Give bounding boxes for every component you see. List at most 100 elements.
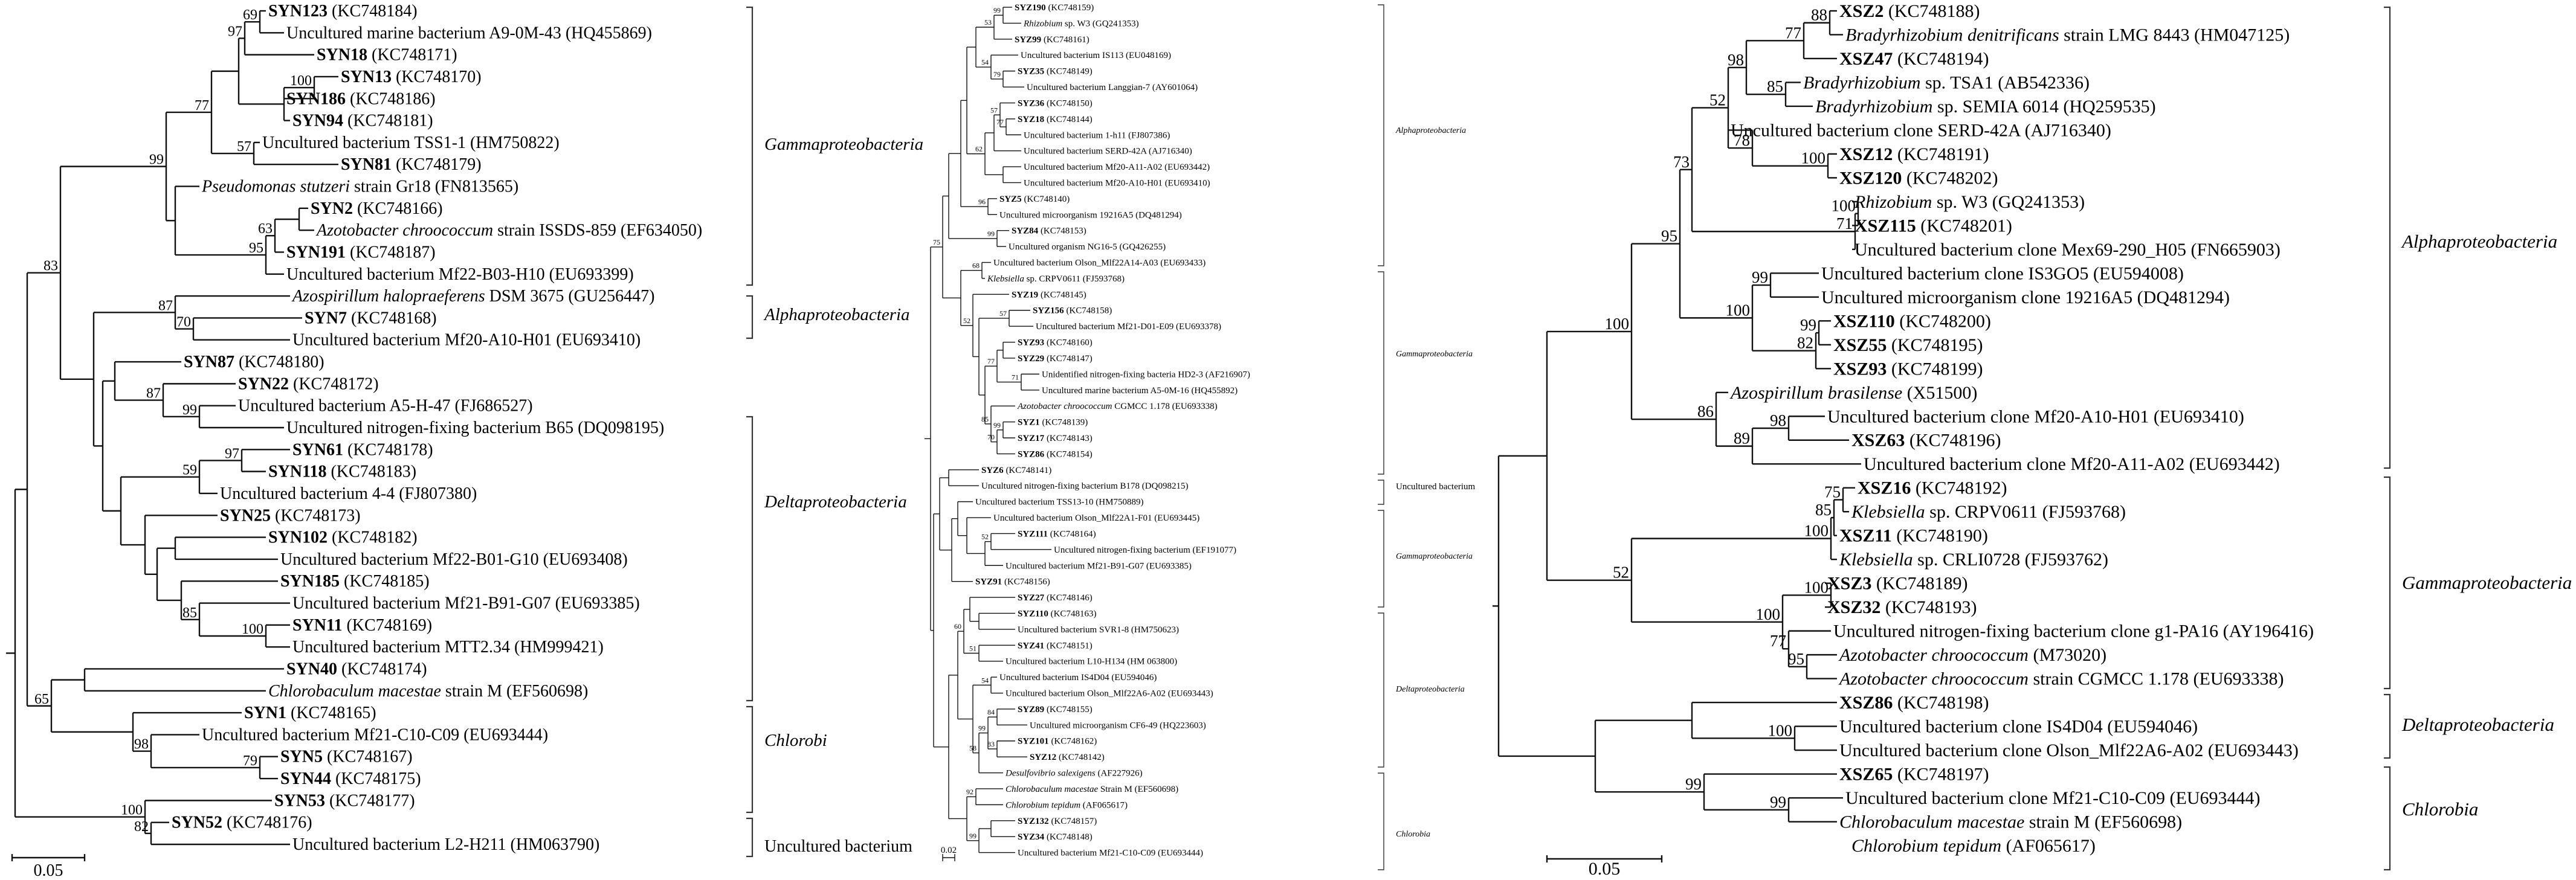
leaf-label: Uncultured bacterium Mf20-A10-H01 (EU693… [1024,178,1210,188]
leaf-accession: (KC748143) [1044,434,1093,443]
leaf-label: SYZ101 (KC748162) [1018,737,1097,747]
leaf-label: XSZ65 (KC748197) [1839,765,1989,785]
leaf-label: XSZ86 (KC748198) [1839,693,1989,713]
bootstrap-value: 84 [987,708,995,716]
bootstrap-value: 99 [1770,793,1786,811]
leaf-isolate-name: SYZ91 [975,577,1002,587]
leaf-label: SYN11 (KC748169) [292,616,432,635]
leaf-label: Uncultured bacterium clone IS3GO5 (EU594… [1821,263,2184,283]
bootstrap-value: 77 [1785,24,1801,42]
bootstrap-value: 77 [987,357,995,365]
leaf-isolate-name: SYZ27 [1018,593,1045,603]
leaf-accession: (KC748159) [1046,3,1094,13]
leaf-isolate-name: SYN87 [184,353,234,371]
leaf-label: Uncultured bacterium clone Mex69-290_H05… [1855,240,2281,260]
leaf-taxon: sp. CRPV0611 [1925,502,2038,522]
bootstrap-value: 77 [1770,632,1786,650]
scale-bar-label: 0.05 [1589,859,1621,879]
leaf-isolate-name: SYN5 [280,748,323,766]
leaf-label: Uncultured bacterium IS113 (EU048169) [1021,51,1171,60]
bootstrap-value: 99 [993,6,1001,14]
leaf-accession: (KC748169) [342,616,432,635]
leaf-label: Chlorobium tepidum (AF065617) [1851,836,2096,856]
leaf-accession: (KC748185) [340,572,430,591]
leaf-taxon: Uncultured bacterium Mf21-D01-E09 [1036,322,1173,332]
leaf-accession: (GQ241353) [1987,192,2085,212]
leaf-accession: (KC748176) [222,814,312,832]
bootstrap-value: 100 [290,73,312,89]
leaf-isolate-name: SYZ5 [999,194,1022,204]
leaf-label: Uncultured bacterium Olson_Mlf22A6-A02 (… [1006,689,1213,699]
leaf-accession: (EU693443) [1166,689,1213,699]
group-label: Alphaproteobacteria [763,305,910,324]
leaf-label: SYN191 (KC748187) [286,243,436,262]
bootstrap-value: 89 [1734,429,1750,448]
bootstrap-value: 63 [258,221,273,237]
leaf-label: Uncultured microorganism CF6-49 (HQ22360… [1030,721,1206,730]
leaf-accession: (KC748179) [392,155,482,174]
leaf-accession: (AY601064) [1150,83,1198,92]
group-bracket [2384,476,2391,690]
leaf-taxon: Uncultured bacterium Mf20-A10-H01 [1024,178,1163,188]
leaf-taxon: Uncultured bacterium Mf22-B03-H10 [286,265,545,284]
leaf-isolate-name: SYZ36 [1018,98,1045,108]
leaf-accession: (KC748149) [1044,67,1093,77]
bootstrap-value: 82 [134,819,149,835]
leaf-accession: (KC748155) [1044,705,1093,715]
leaf-accession: (KC748192) [1911,478,2007,498]
leaf-label: XSZ32 (KC748193) [1827,597,1977,617]
group-bracket [2384,6,2391,469]
leaf-accession: (FJ593768) [2038,502,2126,522]
leaf-accession: (KC748168) [347,309,437,327]
leaf-label: XSZ2 (KC748188) [1839,1,1980,21]
leaf-isolate-name: SYN44 [280,769,331,788]
leaf-label: Uncultured bacterium clone Mf21-C10-C09 … [1845,788,2261,808]
group-label: Alphaproteobacteria [2401,231,2557,252]
leaf-taxon-italic: Chlorobaculum macestae [1839,812,2024,832]
leaf-isolate-name: SYZ6 [981,466,1004,475]
leaf-accession: (KC748201) [1916,216,2012,236]
bootstrap-value: 68 [972,262,980,270]
leaf-isolate-name: SYZ19 [1012,290,1038,300]
group-bracket [1378,772,1384,870]
bootstrap-value: 100 [1801,149,1826,167]
leaf-taxon-italic: Rhizobium [1023,19,1062,28]
leaf-isolate-name: XSZ47 [1839,49,1893,69]
leaf-label: Desulfovibrio salexigens (AF227926) [1005,769,1143,779]
group-bracket [2384,766,2391,871]
bootstrap-value: 83 [987,740,995,748]
leaf-accession: (EU693385) [1144,561,1192,571]
leaf-isolate-name: XSZ65 [1839,765,1893,785]
leaf-accession: (KC748194) [1893,49,1989,69]
leaf-isolate-name: SYZ17 [1018,434,1045,443]
leaf-label: SYZ35 (KC748149) [1018,67,1093,77]
leaf-isolate-name: SYZ41 [1018,641,1044,650]
leaf-accession: (KC748163) [1048,609,1097,618]
group-label: Chlorobia [1396,830,1430,839]
leaf-label: Uncultured bacterium Olson_Mlf22A14-A03 … [993,259,1206,268]
bootstrap-value: 82 [1797,334,1813,352]
leaf-isolate-name: SYN185 [280,572,340,591]
leaf-accession: (HQ455869) [561,24,652,42]
leaf-label: SYN22 (KC748172) [238,374,379,393]
bootstrap-value: 75 [933,238,940,246]
bootstrap-value: 51 [969,644,976,653]
panel-c-tree: XSZ2 (KC748188)Bradyrhizobium denitrific… [1493,1,2572,879]
leaf-taxon: Uncultured bacterium L2-H211 [292,835,506,854]
leaf-isolate-name: XSZ120 [1839,168,1902,188]
bootstrap-value: 100 [1605,315,1630,333]
leaf-taxon: Uncultured bacterium IS113 [1021,51,1123,60]
leaf-accession: (KC748184) [328,2,418,21]
leaf-accession: (KC748182) [328,528,418,547]
leaf-label: Uncultured organism NG16-5 (GQ426255) [1009,242,1166,252]
leaf-label: Azospirillum halopraeferens DSM 3675 (GU… [291,287,654,306]
leaf-taxon: sp. W3 [1932,192,1987,212]
leaf-label: Klebsiella sp. CRLI0728 (FJ593762) [1839,550,2108,570]
leaf-taxon: Uncultured bacterium clone IS3GO5 [1821,263,2088,283]
leaf-isolate-name: SYN102 [268,528,328,547]
group-bracket [746,817,754,858]
leaf-isolate-name: SYZ86 [1018,449,1045,459]
leaf-accession: (EF560698) [2090,812,2183,832]
bootstrap-value: 86 [1697,402,1714,420]
leaf-label: Uncultured bacterium 4-4 (FJ807380) [220,484,477,503]
